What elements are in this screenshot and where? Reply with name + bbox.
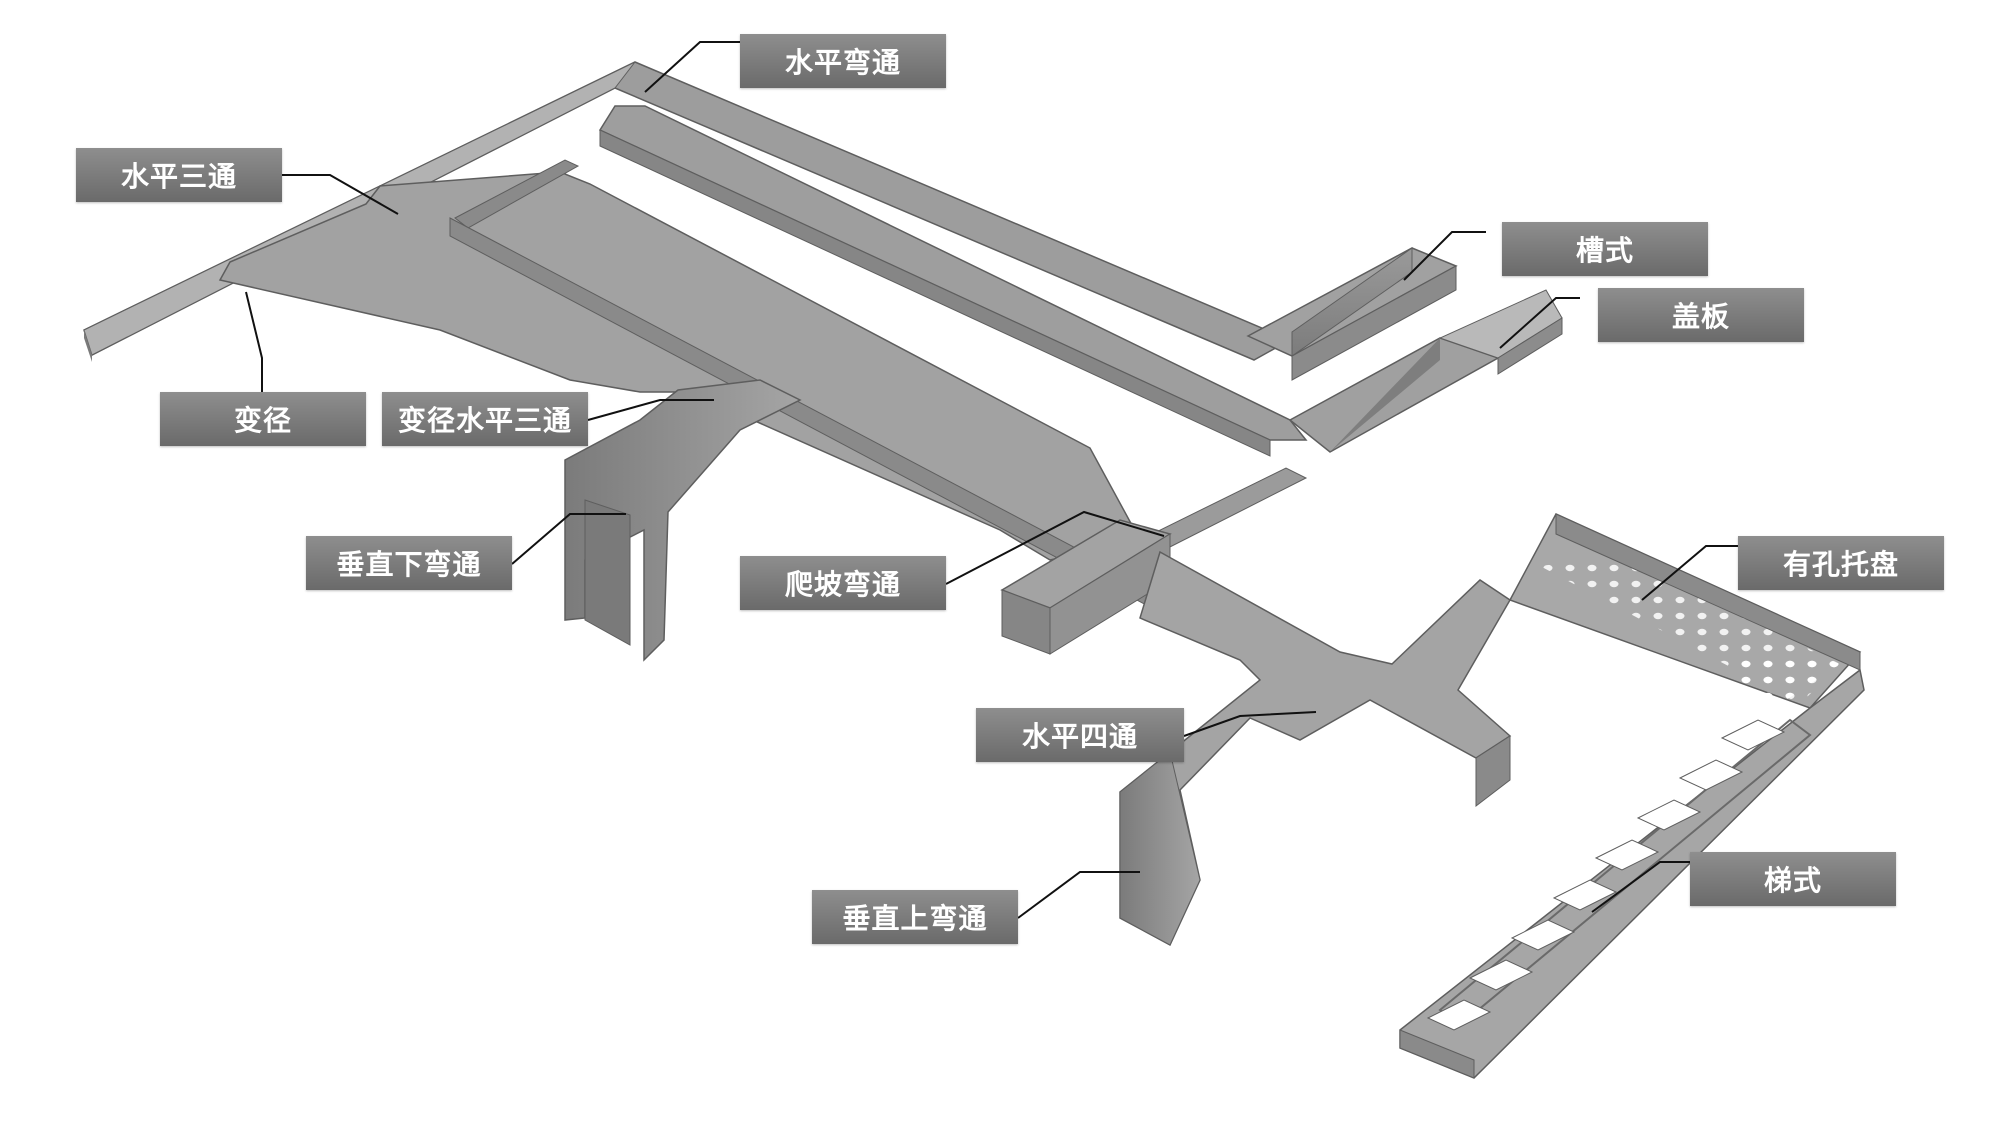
leader-vertical-up-elbow	[1017, 871, 1140, 919]
leader-reducing-tee	[587, 399, 714, 421]
label-slope-elbow: 爬坡弯通	[740, 556, 946, 610]
label-vertical-down-elbow: 垂直下弯通	[306, 536, 512, 590]
leader-cover	[1499, 297, 1580, 349]
label-trough: 槽式	[1502, 222, 1708, 276]
cross-tray	[1119, 550, 1512, 947]
ladder-tray	[1399, 668, 1865, 1079]
leader-lines	[245, 41, 1738, 919]
label-vertical-up-elbow: 垂直上弯通	[812, 890, 1018, 944]
leader-trough	[1403, 231, 1486, 281]
label-reducing-tee: 变径水平三通	[382, 392, 588, 446]
vertical-down-elbow-tray	[564, 379, 802, 662]
inner-tray-run	[598, 105, 1308, 457]
leader-ladder	[1591, 861, 1690, 913]
label-horizontal-cross: 水平四通	[976, 708, 1184, 762]
leader-reducer	[245, 291, 263, 394]
perforated-tray	[1508, 513, 1862, 720]
label-horizontal-elbow: 水平弯通	[740, 34, 946, 88]
cover-plate-tray	[1288, 289, 1563, 453]
label-perforated-tray: 有孔托盘	[1738, 536, 1944, 590]
label-ladder: 梯式	[1690, 852, 1896, 906]
leader-perforated-tray	[1641, 545, 1738, 601]
leader-horizontal-tee	[282, 174, 399, 215]
leader-vertical-down-elbow	[511, 513, 626, 565]
leader-horizontal-cross	[1183, 711, 1317, 737]
main-tray-run	[218, 159, 1308, 661]
leader-slope-elbow	[945, 510, 1165, 585]
label-cover: 盖板	[1598, 288, 1804, 342]
leader-horizontal-elbow	[644, 41, 740, 93]
slope-elbow-tray	[1000, 519, 1172, 655]
label-horizontal-tee: 水平三通	[76, 148, 282, 202]
trough-tray	[1246, 247, 1458, 381]
label-reducer: 变径	[160, 392, 366, 446]
